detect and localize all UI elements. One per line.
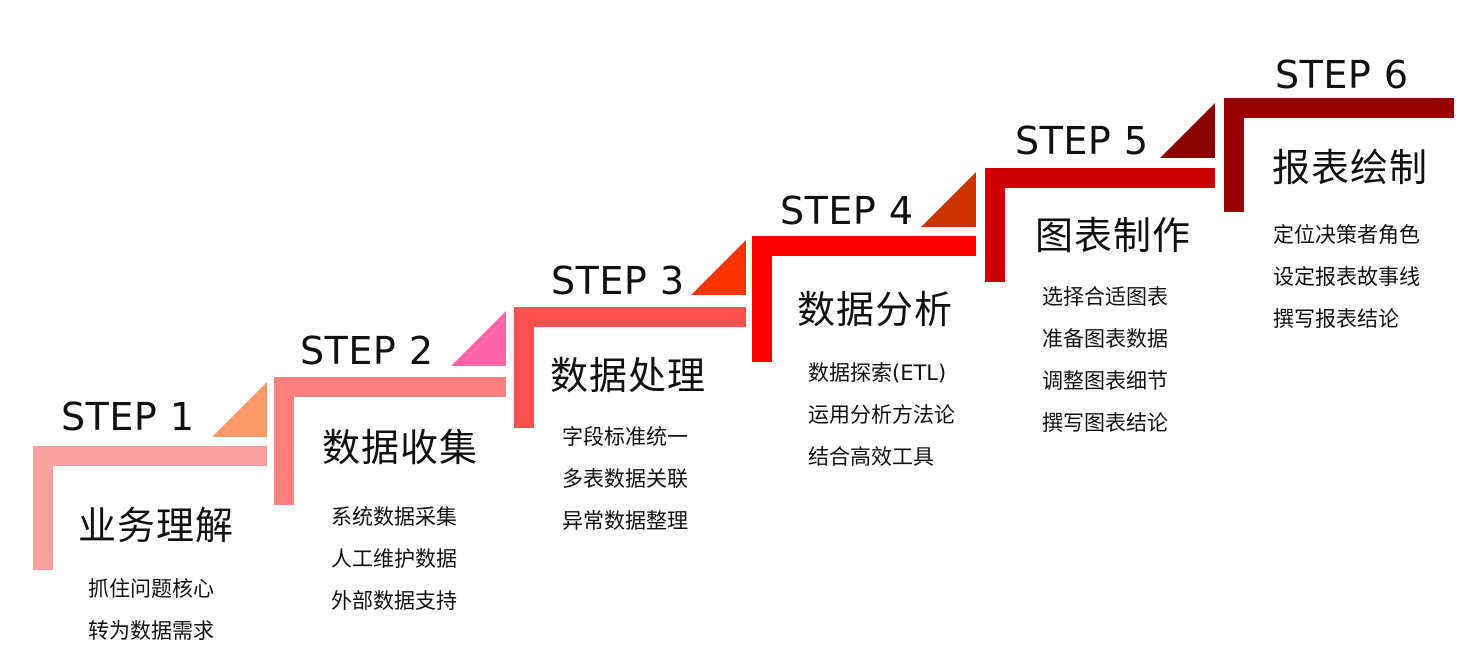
step-5-stair-tread (985, 168, 1215, 188)
step-3-stair-tread (514, 307, 746, 327)
step-5-items: 选择合适图表 准备图表数据 调整图表细节 撰写图表结论 (1042, 276, 1168, 444)
step-5-item: 选择合适图表 (1042, 285, 1168, 309)
step-5-item: 准备图表数据 (1042, 327, 1168, 351)
step-5-title: 图表制作 (1035, 214, 1192, 258)
step-6-items: 定位决策者角色 设定报表故事线 撰写报表结论 (1273, 214, 1420, 340)
step-4-items: 数据探索(ETL) 运用分析方法论 结合高效工具 (808, 352, 955, 478)
step-3-title: 数据处理 (550, 354, 707, 398)
step-4-stair-tread (752, 236, 976, 256)
step-3-item: 异常数据整理 (562, 509, 688, 533)
step-3-triangle-corner (691, 240, 746, 295)
step-6-item: 定位决策者角色 (1273, 223, 1420, 247)
step-4-item: 结合高效工具 (808, 445, 934, 469)
step-4-stair-riser (752, 236, 772, 362)
step-2-item: 系统数据采集 (331, 505, 457, 529)
step-6-label: STEP 6 (1275, 53, 1409, 97)
step-2-triangle-corner (451, 311, 506, 366)
step-6-stair-tread (1224, 98, 1454, 118)
step-5-stair-riser (985, 168, 1005, 282)
step-1-items: 抓住问题核心 转为数据需求 (88, 568, 214, 652)
step-6-item: 撰写报表结论 (1273, 307, 1399, 331)
step-3-item: 字段标准统一 (562, 425, 688, 449)
step-1-label: STEP 1 (61, 395, 195, 439)
step-1-title: 业务理解 (78, 504, 235, 548)
step-2-stair-riser (274, 377, 294, 505)
step-4-item: 数据探索(ETL) (808, 361, 947, 385)
step-3-items: 字段标准统一 多表数据关联 异常数据整理 (562, 416, 688, 542)
step-1-item: 转为数据需求 (88, 619, 214, 643)
step-6-stair-riser (1224, 98, 1244, 212)
step-5-triangle-corner (1160, 103, 1215, 158)
step-1-item: 抓住问题核心 (88, 577, 214, 601)
step-3-item: 多表数据关联 (562, 467, 688, 491)
step-2-stair-tread (274, 377, 506, 397)
step-2-label: STEP 2 (300, 329, 434, 373)
step-6-item: 设定报表故事线 (1273, 265, 1420, 289)
step-1-stair-tread (33, 446, 267, 466)
step-1-triangle-corner (212, 382, 267, 437)
step-2-item: 外部数据支持 (331, 589, 457, 613)
step-5-label: STEP 5 (1015, 119, 1149, 163)
step-4-label: STEP 4 (780, 189, 914, 233)
step-4-title: 数据分析 (797, 288, 954, 332)
step-4-item: 运用分析方法论 (808, 403, 955, 427)
step-6-title: 报表绘制 (1272, 146, 1429, 190)
step-5-item: 撰写图表结论 (1042, 411, 1168, 435)
step-4-triangle-corner (921, 172, 976, 227)
step-5-item: 调整图表细节 (1042, 369, 1168, 393)
step-1-stair-riser (33, 446, 53, 570)
step-3-stair-riser (514, 307, 534, 428)
step-2-items: 系统数据采集 人工维护数据 外部数据支持 (331, 496, 457, 622)
step-2-title: 数据收集 (322, 426, 479, 470)
step-3-label: STEP 3 (551, 259, 685, 303)
step-2-item: 人工维护数据 (331, 547, 457, 571)
